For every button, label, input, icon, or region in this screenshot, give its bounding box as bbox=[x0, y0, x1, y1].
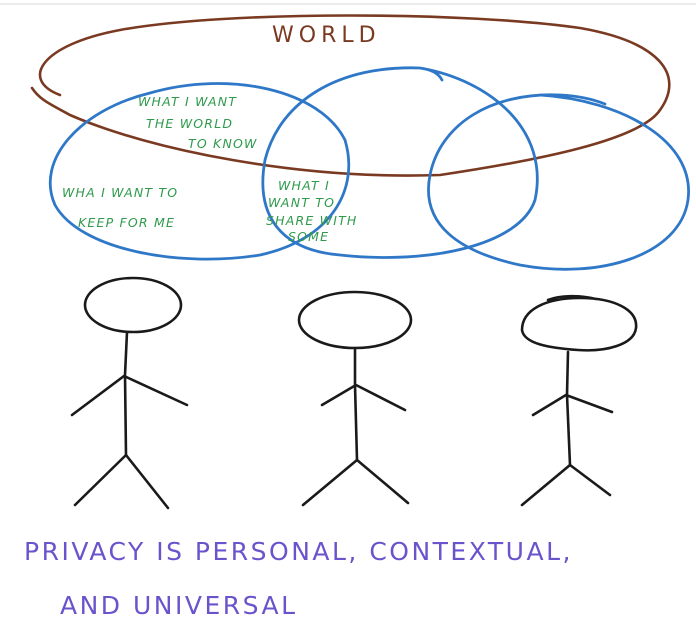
caption-line-2: AND UNIVERSAL bbox=[60, 591, 298, 620]
stick-figure-3-legs bbox=[520, 463, 612, 507]
label-world-know: WHAT I WANT THE WORLD TO KNOW bbox=[138, 94, 258, 151]
stick-figure-1-body bbox=[123, 330, 129, 457]
circle-person-1 bbox=[48, 82, 351, 261]
label-keep-for-me-line-1: WHA I WANT TO bbox=[62, 185, 178, 200]
stick-figure-3-head bbox=[520, 294, 638, 352]
label-share-with-some-line-2: WANT TO bbox=[268, 195, 335, 210]
stick-figure-2-arms bbox=[320, 383, 407, 412]
stick-figure-2 bbox=[297, 290, 413, 507]
stick-figure-2-body bbox=[353, 346, 359, 462]
stick-figure-1-arms bbox=[70, 374, 189, 417]
label-keep-for-me-line-2: KEEP FOR ME bbox=[78, 215, 175, 230]
label-world-know-line-3: TO KNOW bbox=[188, 136, 258, 151]
stick-figure-1 bbox=[70, 276, 189, 510]
label-keep-for-me: WHA I WANT TO KEEP FOR ME bbox=[62, 185, 183, 230]
label-world-know-line-2: THE WORLD bbox=[146, 116, 233, 131]
caption-line-1: PRIVACY IS PERSONAL, CONTEXTUAL, bbox=[24, 537, 573, 566]
circle-person-3 bbox=[427, 93, 690, 271]
world-label: WORLD bbox=[272, 23, 381, 48]
label-share-with-some-line-3: SHARE WITH bbox=[266, 213, 358, 228]
circle-person-2 bbox=[261, 66, 539, 259]
stick-figure-2-head bbox=[297, 290, 413, 350]
stick-figure-2-legs bbox=[301, 458, 410, 507]
stick-figure-3-arms bbox=[531, 393, 614, 417]
label-share-with-some: WHAT I WANT TO SHARE WITH SOME bbox=[266, 178, 363, 244]
stick-figure-1-legs bbox=[73, 453, 170, 510]
label-world-know-line-1: WHAT I WANT bbox=[138, 94, 237, 109]
stick-figure-3-body bbox=[565, 350, 572, 467]
stick-figure-1-head bbox=[83, 276, 183, 334]
label-share-with-some-line-1: WHAT I bbox=[278, 178, 330, 193]
stick-figure-3 bbox=[520, 294, 638, 507]
world-ellipse bbox=[30, 14, 671, 177]
label-share-with-some-line-4: SOME bbox=[288, 229, 329, 244]
